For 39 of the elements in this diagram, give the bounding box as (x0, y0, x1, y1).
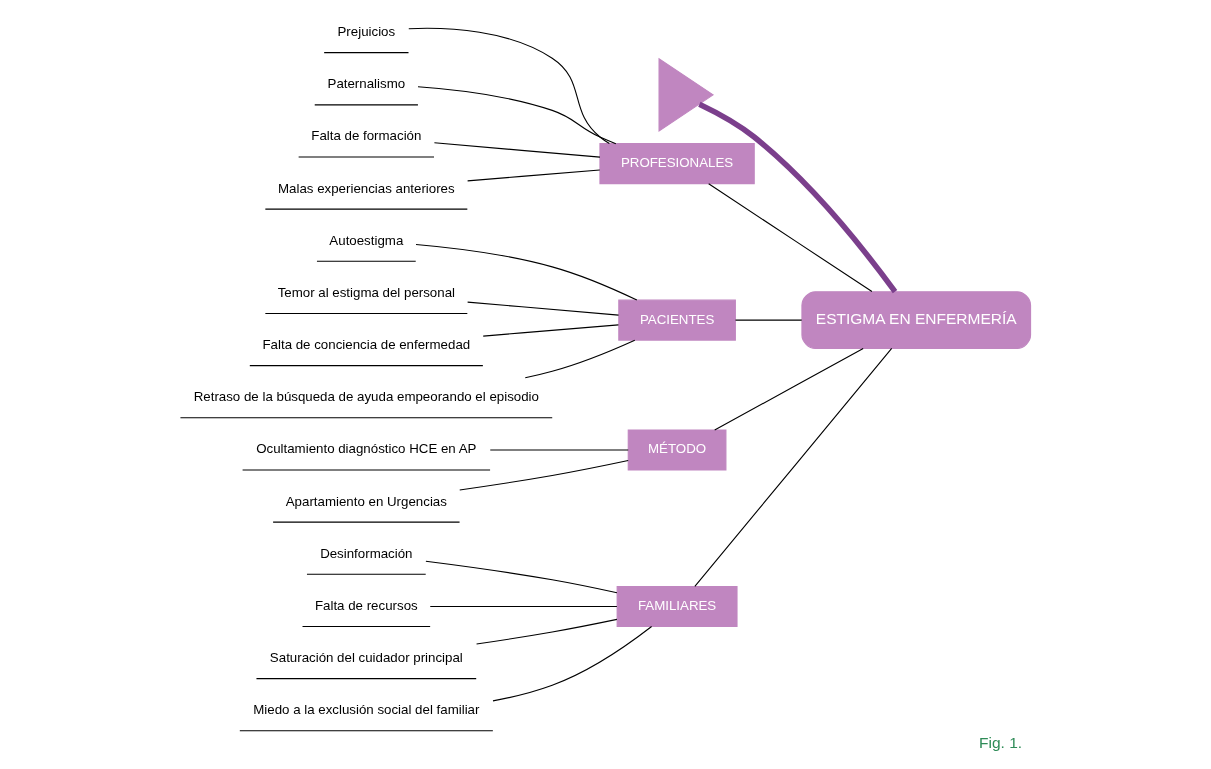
node-text: Prejuicios (337, 24, 396, 40)
node-text: Retraso de la búsqueda de ayuda empeorando el episodio (193, 389, 539, 405)
node-text: Autoestigma (329, 232, 404, 248)
node-text: Malas experiencias anteriores (278, 180, 455, 196)
connector (735, 319, 803, 321)
node-text: Miedo a la exclusión social del familiar (253, 702, 480, 718)
node-text: Ocultamiento diagnóstico HCE en AP (256, 441, 477, 457)
connector (476, 618, 618, 645)
connector (417, 86, 617, 145)
node-box: ESTIGMA EN ENFERMERÍA (801, 291, 1032, 349)
node-triangle (658, 57, 715, 132)
connector (429, 605, 618, 607)
node-box: PACIENTES (618, 299, 736, 341)
node-text: Falta de recursos (314, 597, 418, 613)
node-text: Falta de conciencia de enfermedad (262, 337, 471, 353)
node-text: Temor al estigma del personal (277, 284, 456, 300)
connector (524, 339, 636, 379)
connector (408, 27, 610, 145)
connector (714, 348, 864, 431)
connector (698, 101, 898, 294)
node-text: Saturación del cuidador principal (269, 650, 463, 666)
node-text: Desinformación (320, 545, 413, 561)
node-box: FAMILIARES (616, 585, 738, 627)
connector (482, 324, 619, 337)
connector (694, 347, 893, 587)
connector (708, 183, 873, 293)
node-box: PROFESIONALES (599, 143, 755, 185)
connector (459, 459, 629, 491)
connector (425, 560, 618, 594)
connector (433, 142, 601, 158)
connector (467, 169, 601, 182)
node-box: MÉTODO (627, 429, 727, 471)
connector (467, 301, 620, 316)
caption: Fig. 1. (979, 733, 1023, 751)
connector (492, 625, 653, 702)
node-text: Apartamiento en Urgencias (285, 493, 447, 509)
connector (415, 243, 638, 301)
node-text: Falta de formación (311, 128, 422, 144)
node-text: Paternalismo (327, 76, 406, 92)
